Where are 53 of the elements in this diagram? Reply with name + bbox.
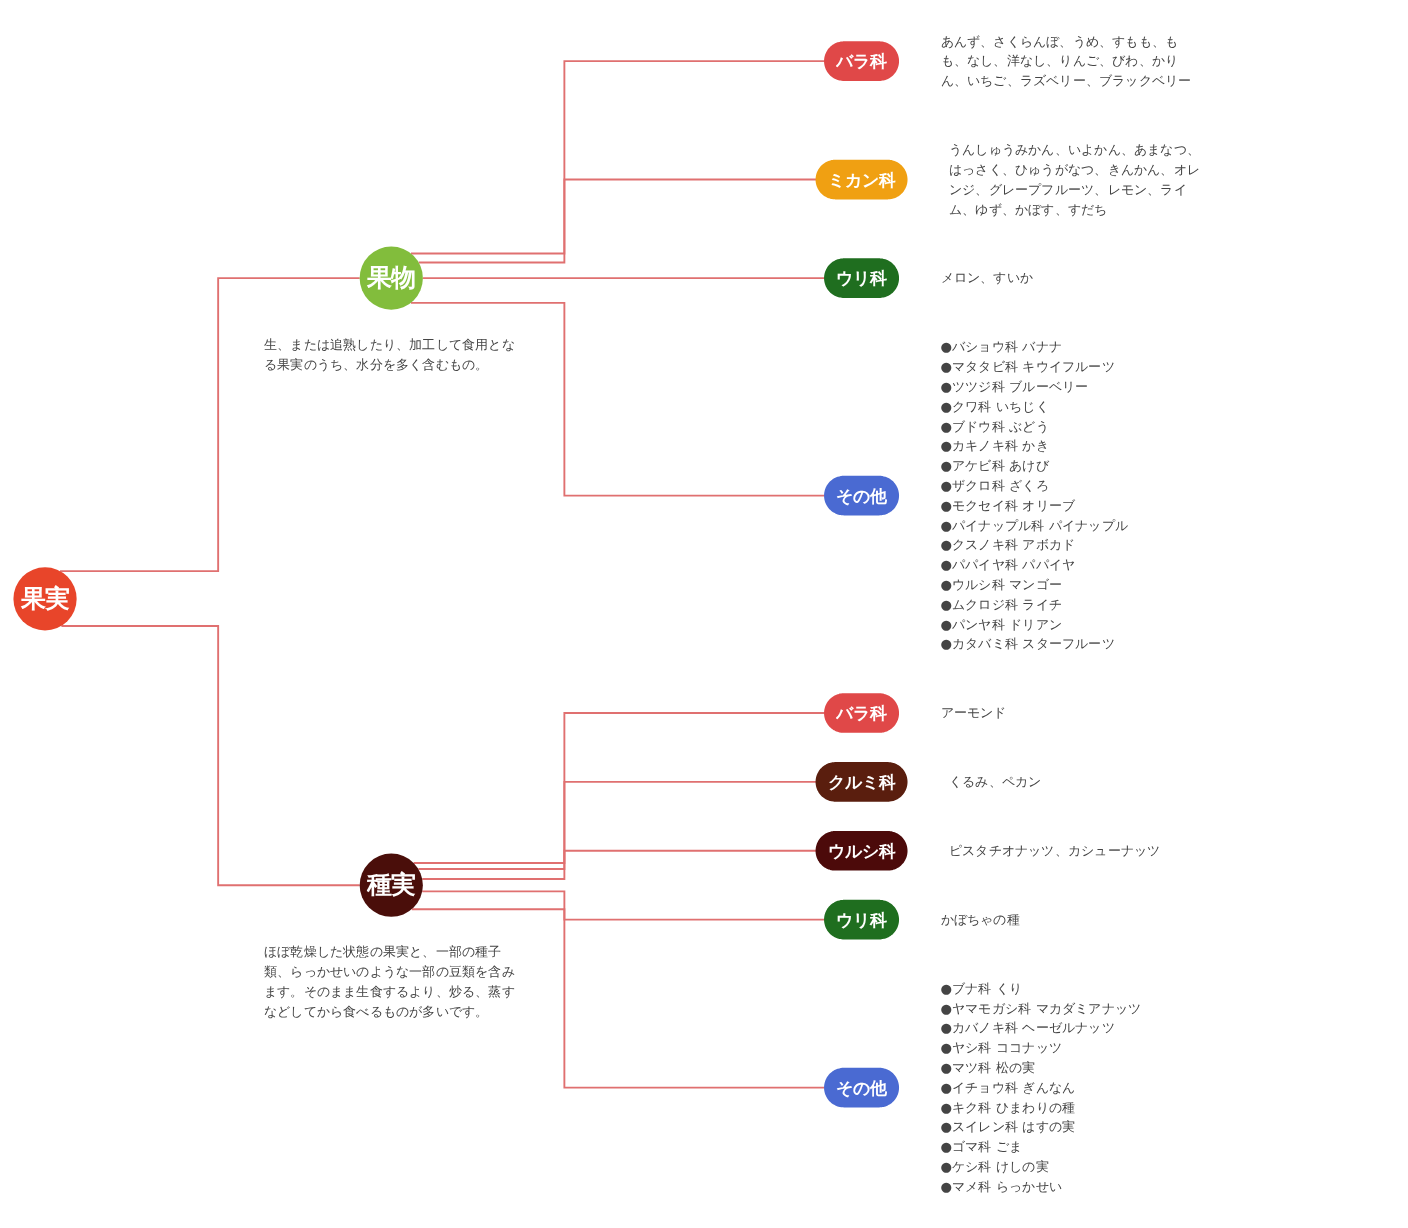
node-circle: 種実 [359, 853, 423, 917]
node-label: あんず、さくらんぼ、うめ、すもも、もも、なし、洋なし、りんご、びわ、かりん、いちご、ラズベリー、ブラックベリー [940, 33, 1192, 89]
node-label: ●ケシ科 けしの実 [940, 1158, 1049, 1174]
connector [421, 277, 826, 280]
node-label: ●ザクロ科 ざくろ [940, 477, 1049, 493]
connector [412, 712, 826, 864]
connector [410, 908, 826, 1089]
node-label: ●パパイヤ科 パパイヤ [940, 556, 1076, 573]
node-label: ●マメ科 らっかせい [940, 1178, 1062, 1194]
node-label: ●カキノキ科 かき [940, 438, 1049, 454]
node-label: ●カバノキ科 ヘーゼルナッツ [940, 1020, 1115, 1036]
node-label: ●ムクロジ科 ライチ [940, 596, 1062, 612]
node-label: ●スイレン科 はすの実 [940, 1119, 1076, 1135]
node-box: ウルシ科 [815, 831, 908, 871]
node-label: ●ブナ科 くり [940, 980, 1023, 996]
node-label: ●ツツジ科 ブルーベリー [940, 378, 1089, 394]
node-label: ●マタタビ科 キウイフルーツ [940, 358, 1115, 374]
node-label: ●モクセイ科 オリーブ [940, 497, 1076, 513]
node-label: うんしゅうみかん、いよかん、あまなつ、はっさく、ひゅうがなつ、きんかん、オレンジ、グレープフルーツ、レモン、ライム、ゆず、かぼす、すだち [949, 141, 1200, 217]
node-label: ●パンヤ科 ドリアン [940, 616, 1062, 632]
node-circle: 果物 [359, 246, 423, 310]
node-label: かぼちゃの種 [940, 911, 1020, 927]
node-label: ●マツ科 松の実 [940, 1059, 1036, 1075]
node-label: ●クスノキ科 アボカド [940, 537, 1076, 553]
connector [417, 780, 817, 870]
connector [410, 301, 826, 498]
node-label: ●パイナップル科 パイナップル [940, 517, 1128, 533]
node-label: ●キク科 ひまわりの種 [940, 1099, 1076, 1115]
connector [417, 178, 817, 264]
connector [59, 277, 361, 573]
node-label: ●バショウ科 バナナ [940, 339, 1062, 355]
node-label: ●クワ科 いちじく [940, 398, 1049, 414]
node-label: ●ブドウ科 ぶどう [940, 418, 1049, 434]
connector [421, 849, 817, 880]
node-box: ミカン科 [815, 159, 908, 200]
node-box: クルミ科 [815, 762, 908, 802]
node-circle: 果実 [13, 567, 77, 631]
node-label: ほぼ乾燥した状態の果実と、一部の種子類、らっかせいのような一部の豆類を含みます。そのまま生食するより、炒る、蒸すなどしてから食べるものが多いです。 [263, 944, 515, 1019]
node-label: ●イチョウ科 ぎんなん [940, 1079, 1076, 1095]
node-label: ピスタチオナッツ、カシューナッツ [949, 842, 1161, 858]
node-label: ●ヤシ科 ココナッツ [940, 1039, 1062, 1056]
node-label: ●ウルシ科 マンゴー [940, 576, 1062, 592]
connector [60, 625, 361, 887]
connector [410, 60, 826, 255]
node-label: くるみ、ペカン [949, 773, 1042, 789]
node-label: 生、または追熟したり、加工して食用となる果実のうち、水分を多く含むもの。 [263, 337, 515, 373]
connector [421, 890, 826, 922]
node-label: ●アケビ科 あけび [940, 457, 1049, 473]
node-label: アーモンド [940, 705, 1007, 721]
node-label: メロン、すいか [940, 270, 1033, 286]
node-label: ●ヤマモガシ科 マカダミアナッツ [940, 1000, 1142, 1016]
node-label: ●カタバミ科 スターフルーツ [940, 636, 1115, 652]
node-label: ●ゴマ科 ごま [940, 1139, 1023, 1155]
